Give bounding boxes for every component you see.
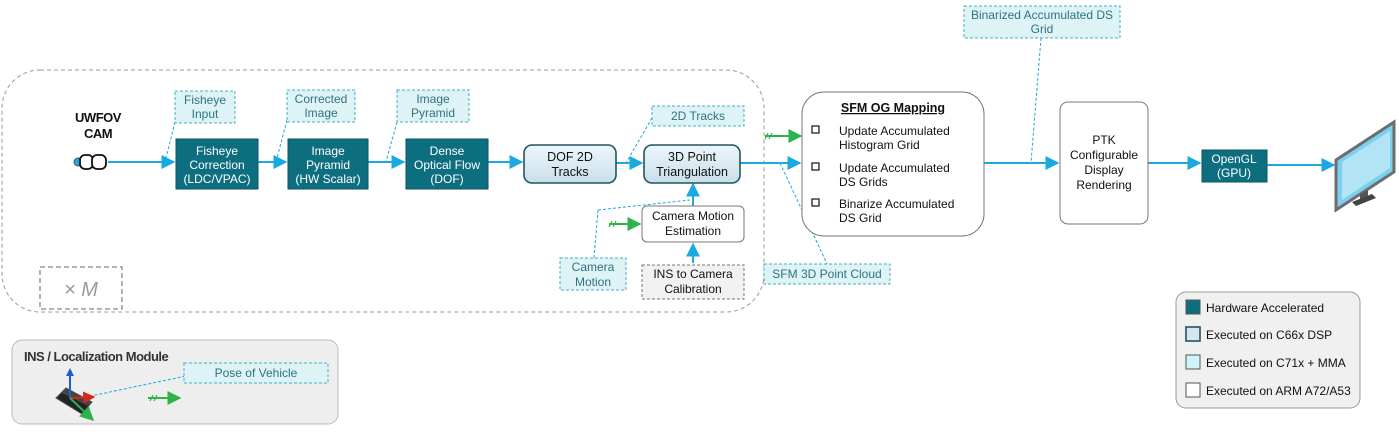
callout-corrected-image-2: Image — [304, 106, 338, 120]
svg-text:Executed on C66x DSP: Executed on C66x DSP — [1206, 328, 1332, 342]
processing-loop-container — [1, 69, 765, 313]
callout-camera-motion-2: Motion — [575, 275, 611, 289]
stage-opengl: OpenGL (GPU) — [1201, 149, 1268, 183]
svg-text:Executed on ARM A72/A53: Executed on ARM A72/A53 — [1206, 384, 1351, 398]
svg-text:DS Grid: DS Grid — [839, 211, 882, 225]
og-mapping-title: SFM OG Mapping — [841, 101, 945, 115]
camera-label-line2: CAM — [84, 126, 112, 141]
svg-text:Rendering: Rendering — [1076, 178, 1131, 192]
svg-text:Update Accumulated: Update Accumulated — [839, 124, 950, 138]
multiplier-label: × M — [64, 279, 98, 301]
callout-image-pyramid-2: Pyramid — [411, 106, 455, 120]
svg-text:Update Accumulated: Update Accumulated — [839, 161, 950, 175]
multiplier-box — [39, 266, 123, 310]
vehicle-axes-icon — [55, 368, 96, 421]
og-item-1: Update Accumulated Histogram Grid — [811, 124, 950, 152]
legend-item-hardware: Hardware Accelerated — [1185, 299, 1324, 315]
callout-corrected-image-1: Corrected — [295, 92, 348, 106]
stage-dense-optical-flow: Dense Optical Flow (DOF) — [405, 138, 489, 190]
svg-text:Configurable: Configurable — [1070, 148, 1138, 162]
svg-text:Hardware Accelerated: Hardware Accelerated — [1206, 301, 1324, 315]
svg-text:Executed on C71x + MMA: Executed on C71x + MMA — [1206, 356, 1346, 370]
svg-text:Fisheye: Fisheye — [196, 144, 238, 158]
legend-item-arm: Executed on ARM A72/A53 — [1185, 382, 1351, 398]
svg-text:INS to Camera: INS to Camera — [653, 267, 733, 281]
legend-item-c71x: Executed on C71x + MMA — [1185, 354, 1346, 370]
og-item-2: Update Accumulated DS Grids — [811, 161, 950, 189]
legend-item-c66x: Executed on C66x DSP — [1185, 326, 1332, 342]
callout-pose-of-vehicle: Pose of Vehicle — [215, 366, 298, 380]
svg-text:Triangulation: Triangulation — [656, 165, 728, 179]
svg-text:Tracks: Tracks — [551, 165, 588, 179]
svg-text:PTK: PTK — [1092, 133, 1115, 147]
svg-text:OpenGL: OpenGL — [1211, 152, 1257, 166]
svg-text:Display: Display — [1084, 163, 1123, 177]
camera-label-line1: UWFOV — [75, 110, 122, 125]
svg-text:Image: Image — [311, 144, 345, 158]
callout-camera-motion-1: Camera — [572, 260, 615, 274]
callout-image-pyramid-1: Image — [416, 92, 450, 106]
svg-text:Calibration: Calibration — [664, 282, 721, 296]
svg-text:Pyramid: Pyramid — [306, 158, 350, 172]
stage-ptk-display-rendering: PTK Configurable Display Rendering — [1059, 101, 1149, 225]
svg-text:Dense: Dense — [430, 144, 465, 158]
callout-fisheye-input-2: Input — [192, 107, 219, 121]
svg-text:(GPU): (GPU) — [1217, 166, 1251, 180]
stage-image-pyramid: Image Pyramid (HW Scalar) — [287, 138, 369, 190]
callout-binarized-2: Grid — [1031, 22, 1054, 36]
callout-boxes — [174, 5, 1121, 384]
monitor-icon — [1334, 119, 1396, 213]
stage-3d-point-triangulation: 3D Point Triangulation — [643, 144, 741, 184]
svg-text:(DOF): (DOF) — [430, 172, 463, 186]
camera-icon — [73, 154, 107, 170]
svg-text:Estimation: Estimation — [665, 224, 721, 238]
stage-dof-2d-tracks: DOF 2D Tracks — [523, 144, 617, 184]
svg-text:DOF 2D: DOF 2D — [547, 150, 593, 164]
stage-ins-camera-calibration: INS to Camera Calibration — [641, 264, 745, 300]
og-item-3: Binarize Accumulated DS Grid — [811, 197, 954, 225]
callout-2d-tracks: 2D Tracks — [671, 109, 725, 123]
break-symbols — [149, 132, 773, 402]
svg-text:Optical Flow: Optical Flow — [414, 158, 480, 172]
svg-text:Histogram Grid: Histogram Grid — [839, 138, 920, 152]
sfm-og-mapping-block: SFM OG Mapping Update Accumulated Histog… — [801, 91, 985, 237]
stage-camera-motion-estimation: Camera Motion Estimation — [641, 205, 745, 243]
svg-text:Correction: Correction — [189, 158, 244, 172]
svg-text:Camera Motion: Camera Motion — [652, 209, 734, 223]
svg-text:DS Grids: DS Grids — [839, 175, 888, 189]
callout-point-cloud: SFM 3D Point Cloud — [772, 267, 881, 281]
callout-fisheye-input-1: Fisheye — [184, 93, 226, 107]
svg-text:(HW Scalar): (HW Scalar) — [295, 172, 360, 186]
legend: Hardware Accelerated Executed on C66x DS… — [1175, 291, 1361, 409]
flow-arrows — [108, 155, 1336, 263]
callout-binarized-1: Binarized Accumulated DS — [971, 8, 1113, 22]
svg-text:(LDC/VPAC): (LDC/VPAC) — [183, 172, 250, 186]
stage-fisheye-correction: Fisheye Correction (LDC/VPAC) — [175, 138, 259, 190]
ins-module-title: INS / Localization Module — [24, 349, 169, 364]
svg-text:3D Point: 3D Point — [668, 150, 716, 164]
svg-text:Binarize Accumulated: Binarize Accumulated — [839, 197, 954, 211]
